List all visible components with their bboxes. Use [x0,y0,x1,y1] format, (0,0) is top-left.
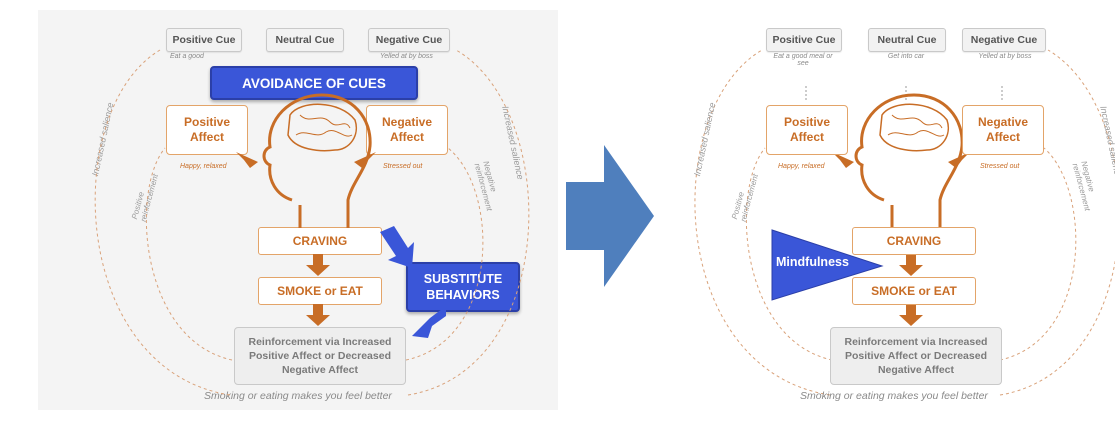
left-happy-label: Happy, relaxed [180,163,227,170]
right-positive-cue-sub: Eat a good meal or see [773,53,833,67]
right-head-icon [854,93,964,228]
left-negative-affect: Negative Affect [366,105,448,155]
right-stressed-label: Stressed out [980,163,1020,170]
right-positive-cue: Positive Cue [766,28,842,52]
substitute-behaviors-banner: SUBSTITUTE BEHAVIORS [406,262,520,312]
left-neutral-cue: Neutral Cue [266,28,344,52]
right-craving-box: CRAVING [852,227,976,255]
left-stressed-label: Stressed out [383,163,423,170]
right-reinforcement-box: Reinforcement via Increased Positive Aff… [830,327,1002,385]
mindfulness-wedge [771,229,884,301]
left-caption: Smoking or eating makes you feel better [204,390,392,402]
left-negative-cue: Negative Cue [368,28,450,52]
right-smoke-eat-box: SMOKE or EAT [852,277,976,305]
transition-arrow-icon [566,145,654,287]
right-happy-label: Happy, relaxed [778,163,825,170]
left-head-icon [262,93,372,228]
right-negative-cue-sub: Yelled at by boss [978,53,1032,60]
left-reinforcement-box: Reinforcement via Increased Positive Aff… [234,327,406,385]
left-positive-affect: Positive Affect [166,105,248,155]
right-neutral-cue-sub: Get into car [887,53,925,60]
left-negative-cue-sub: Yelled at by boss [380,53,433,60]
right-negative-cue: Negative Cue [962,28,1046,52]
left-positive-cue-sub: Eat a good [170,53,204,60]
right-positive-affect: Positive Affect [766,105,848,155]
mindfulness-label: Mindfulness [776,255,849,269]
left-positive-cue: Positive Cue [166,28,242,52]
right-neutral-cue: Neutral Cue [868,28,946,52]
right-caption: Smoking or eating makes you feel better [800,390,988,402]
right-negative-affect: Negative Affect [962,105,1044,155]
